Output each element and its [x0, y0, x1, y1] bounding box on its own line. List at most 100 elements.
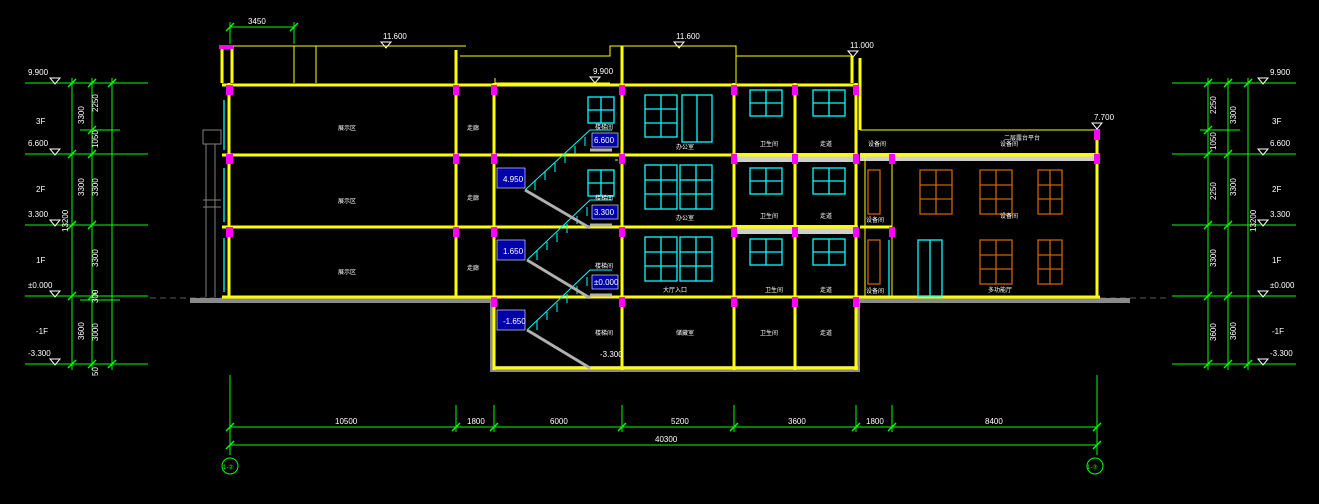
room-label-15: 卫生间 [760, 212, 778, 220]
room-label-16: 卫生间 [765, 286, 783, 294]
right-outer-dim-3: 3600 [1229, 322, 1238, 340]
left-outer-dim-2: 3300 [77, 178, 86, 196]
right-outer-dim-1: 13200 [1249, 209, 1258, 232]
room-label-23: 设备间 [866, 287, 884, 295]
stair-tag-0: 6.600 [594, 136, 615, 145]
top-dim-3450: 3450 [248, 17, 266, 26]
left-level-labels: 9.900 6.600 3.300 ±0.000 -3.300 [28, 68, 53, 358]
floor-label-3f-left: 3F [36, 117, 45, 126]
right-level-3: ±0.000 [1270, 281, 1295, 290]
right-vertical-dims: 2250 1050 2250 3300 3600 3300 13200 3300… [1209, 96, 1258, 341]
left-inner-dim-0: 2250 [91, 94, 100, 112]
bottom-dim-6: 8400 [985, 417, 1003, 426]
entrance-canopy [202, 129, 222, 297]
right-outer-dim-0: 3300 [1229, 106, 1238, 124]
room-label-3: 走廊 [467, 124, 479, 132]
room-labels: 展示区 展示区 展示区 走廊 走廊 走廊 楼梯间 楼梯间 楼梯间 楼梯间 办公室… [338, 123, 1040, 337]
right-level-2: 3.300 [1270, 210, 1291, 219]
room-label-7: 楼梯间 [595, 194, 613, 202]
stair-flights [524, 129, 612, 331]
columns [219, 45, 1100, 307]
room-label-17: 卫生间 [760, 329, 778, 337]
top-level-4: 7.700 [1094, 113, 1115, 122]
stair-flights-section [524, 148, 612, 370]
stair-level-tags [496, 132, 619, 331]
right-inner-dim-1: 1050 [1209, 132, 1218, 150]
right-outer-dim-2: 3300 [1229, 178, 1238, 196]
top-level-0: 11.600 [383, 32, 407, 41]
stair-tag-2: 3.300 [594, 208, 615, 217]
annex-windows [867, 169, 1063, 285]
left-level-4: -3.300 [28, 349, 51, 358]
dimension-ticks [67, 22, 1253, 450]
top-level-2: 11.000 [850, 41, 874, 50]
room-label-14: 卫生间 [760, 140, 778, 148]
room-label-19: 走道 [820, 212, 832, 220]
left-level-3: ±0.000 [28, 281, 53, 290]
right-level-1: 6.600 [1270, 139, 1291, 148]
left-inner-dim-2: 3300 [91, 178, 100, 196]
left-level-0: 9.900 [28, 68, 49, 77]
floor-label-b1-left: -1F [36, 327, 48, 336]
structure-walls [220, 45, 1100, 370]
room-label-5: 走廊 [467, 264, 479, 272]
room-label-18: 走道 [820, 140, 832, 148]
left-inner-dim-6: 50 [91, 367, 100, 376]
left-level-2: 3.300 [28, 210, 49, 219]
stair-tag-1: 4.950 [503, 175, 524, 184]
total-dim: 40300 [655, 435, 678, 444]
room-label-24: 设备间 [868, 140, 886, 148]
bottom-dims: 10500 1800 6000 5200 3600 1800 8400 4030… [223, 417, 1098, 471]
bottom-dim-2: 6000 [550, 417, 568, 426]
floor-label-1f-right: 1F [1272, 256, 1281, 265]
top-levels: 3450 11.600 11.600 11.000 9.900 7.700 [248, 17, 1115, 122]
axis-label-left: 1-② [223, 464, 234, 471]
ground-hatch [190, 153, 1130, 372]
right-inner-dim-2: 2250 [1209, 182, 1218, 200]
bottom-dim-4: 3600 [788, 417, 806, 426]
left-level-1: 6.600 [28, 139, 49, 148]
top-level-3: 9.900 [593, 67, 614, 76]
right-inner-dim-0: 2250 [1209, 96, 1218, 114]
left-outer-dim-1: 13200 [61, 209, 70, 232]
floor-label-3f-right: 3F [1272, 117, 1281, 126]
room-label-2: 展示区 [338, 269, 356, 276]
room-label-9: 楼梯间 [595, 329, 613, 337]
bottom-dim-0: 10500 [335, 417, 358, 426]
room-label-21: 走道 [820, 329, 832, 337]
room-label-4: 走廊 [467, 194, 479, 202]
level-markers [48, 41, 1270, 366]
bottom-dim-5: 1800 [866, 417, 884, 426]
bottom-dim-1: 1800 [467, 417, 485, 426]
floor-label-1f-left: 1F [36, 256, 45, 265]
floor-labels: 3F 2F 1F -1F 3F 2F 1F -1F [36, 117, 1284, 336]
stair-tag-4: ±0.000 [594, 278, 619, 287]
floor-label-2f-right: 2F [1272, 185, 1281, 194]
windows [223, 89, 943, 297]
left-vertical-dims: 2250 1050 3300 3300 300 3000 50 3300 132… [61, 94, 100, 376]
room-label-0: 展示区 [338, 125, 356, 132]
left-inner-dim-5: 3000 [91, 323, 100, 341]
room-label-27: 多功能厅 [988, 286, 1012, 294]
left-inner-dim-3: 3300 [91, 249, 100, 267]
top-level-1: 11.600 [676, 32, 700, 41]
left-outer-dim-3: 3600 [77, 322, 86, 340]
room-label-10: 办公室 [676, 143, 694, 151]
stair-tag-labels: 6.600 4.950 3.300 1.650 ±0.000 -1.650 -3… [503, 136, 623, 359]
room-label-8: 楼梯间 [595, 262, 613, 270]
stair-tag-3: 1.650 [503, 247, 524, 256]
right-inner-dim-4: 3600 [1209, 323, 1218, 341]
right-level-labels: 9.900 6.600 3.300 ±0.000 -3.300 [1270, 68, 1295, 358]
right-level-0: 9.900 [1270, 68, 1291, 77]
room-label-20: 走道 [820, 286, 832, 294]
room-label-13: 储藏室 [676, 329, 694, 337]
room-label-28: 二层露台平台 [1004, 134, 1040, 142]
right-inner-dim-3: 3300 [1209, 249, 1218, 267]
room-label-6: 楼梯间 [595, 123, 613, 131]
left-inner-dim-4: 300 [91, 289, 100, 303]
room-label-22: 设备间 [866, 216, 884, 224]
floor-label-2f-left: 2F [36, 185, 45, 194]
room-label-11: 办公室 [676, 214, 694, 222]
bottom-dim-3: 5200 [671, 417, 689, 426]
